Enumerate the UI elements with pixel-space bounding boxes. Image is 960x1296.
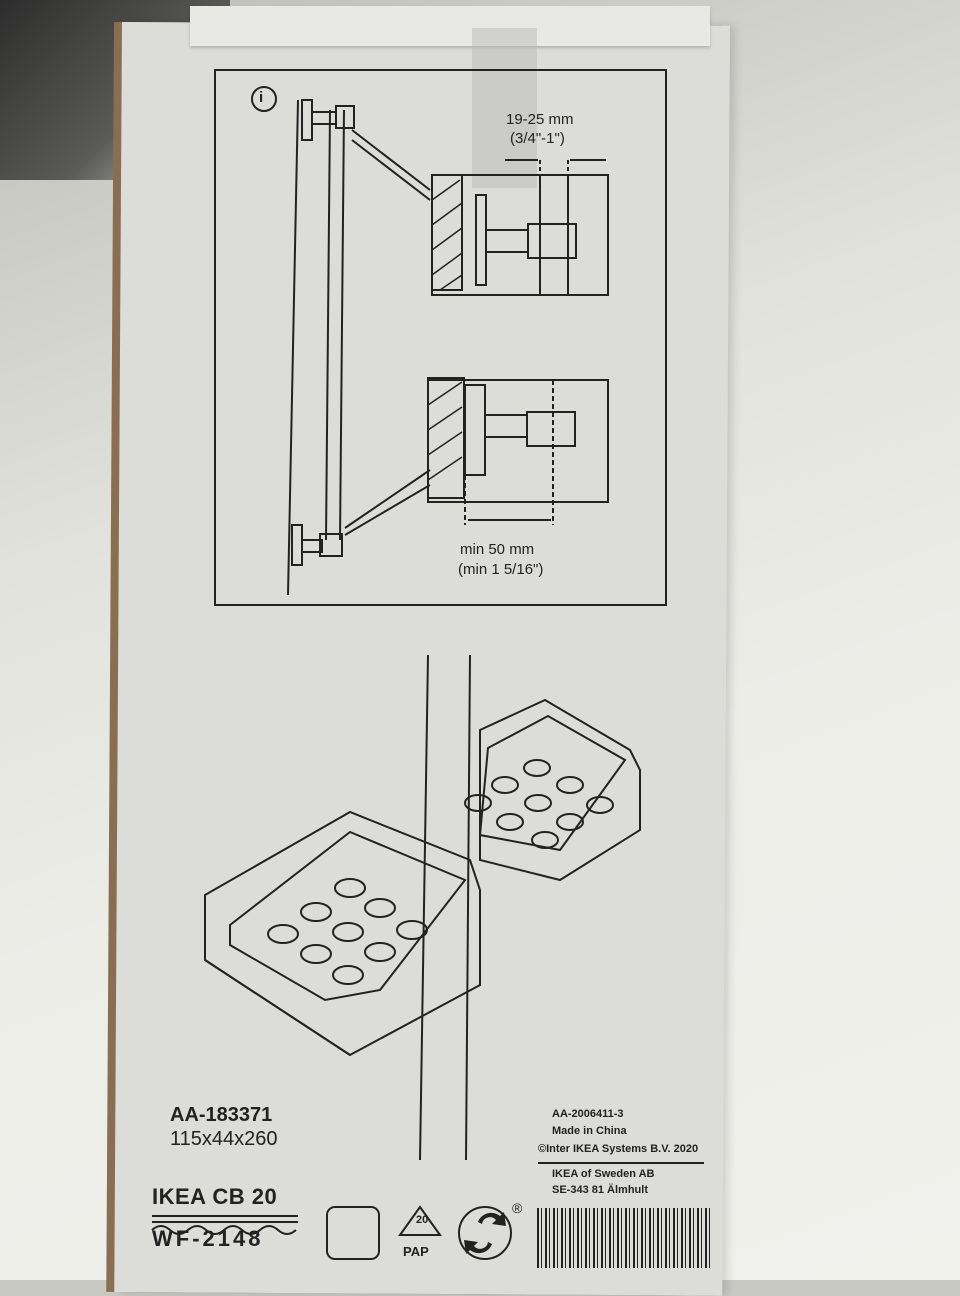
info-icon bbox=[251, 86, 277, 112]
dimension-top-mm: 19-25 mm bbox=[506, 111, 574, 128]
barcode bbox=[537, 1208, 713, 1268]
box-top-flap bbox=[190, 6, 710, 46]
recycling-icon bbox=[326, 1206, 380, 1260]
registered-mark: ® bbox=[512, 1200, 523, 1216]
pap-recycle-icon bbox=[398, 1205, 442, 1236]
legal-company: IKEA of Sweden AB bbox=[552, 1168, 655, 1180]
recycle-label: PAP bbox=[403, 1244, 429, 1259]
legal-copyright: ©Inter IKEA Systems B.V. 2020 bbox=[538, 1143, 699, 1155]
legal-address: SE-343 81 Älmhult bbox=[552, 1184, 648, 1196]
wf-code: WF-2148 bbox=[152, 1226, 264, 1251]
tape-strip bbox=[472, 28, 537, 188]
ikea-code: IKEA CB 20 bbox=[152, 1184, 278, 1209]
recycle-number: 20 bbox=[416, 1214, 429, 1226]
green-dot-icon bbox=[458, 1206, 512, 1260]
legal-origin: Made in China bbox=[552, 1125, 627, 1137]
dimension-bottom-in: (min 1 5/16") bbox=[458, 561, 544, 578]
legal-code: AA-2006411-3 bbox=[552, 1108, 624, 1120]
product-size: 115x44x260 bbox=[170, 1128, 278, 1150]
dimension-bottom-mm: min 50 mm bbox=[460, 541, 535, 558]
article-code: AA-183371 bbox=[170, 1104, 273, 1126]
diagram-frame bbox=[214, 69, 667, 606]
dimension-top-in: (3/4"-1") bbox=[510, 130, 565, 147]
info-letter: i bbox=[259, 89, 264, 106]
